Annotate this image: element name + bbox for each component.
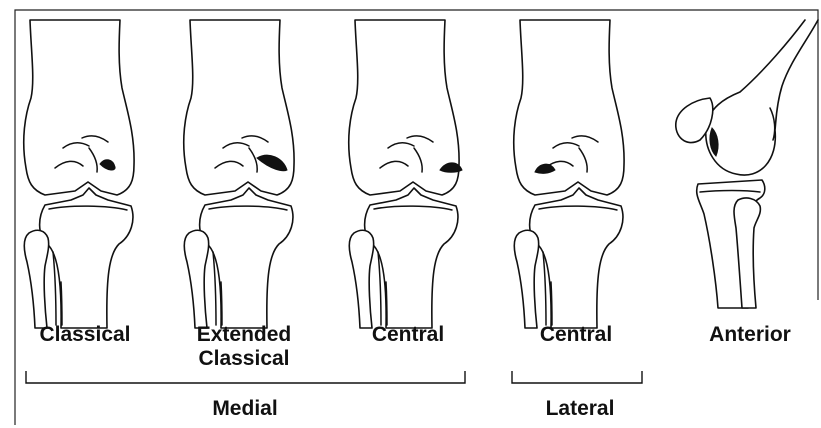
lateral-bracket (512, 371, 642, 383)
label-central-lateral: Central (526, 323, 626, 347)
label-extended-line2: Classical (180, 347, 308, 371)
knee-central-lateral (514, 20, 624, 328)
label-central-medial: Central (358, 323, 458, 347)
knee-classical (24, 20, 134, 328)
medial-bracket (26, 371, 465, 383)
label-group-lateral: Lateral (525, 397, 635, 421)
knee-anterior (676, 20, 818, 308)
knee-central-medial (349, 20, 462, 328)
knee-extended-classical (184, 20, 294, 328)
label-classical: Classical (26, 323, 144, 347)
label-anterior: Anterior (694, 323, 806, 347)
label-group-medial: Medial (195, 397, 295, 421)
label-extended-classical: Extended Classical (180, 323, 308, 371)
label-extended-line1: Extended (180, 323, 308, 347)
